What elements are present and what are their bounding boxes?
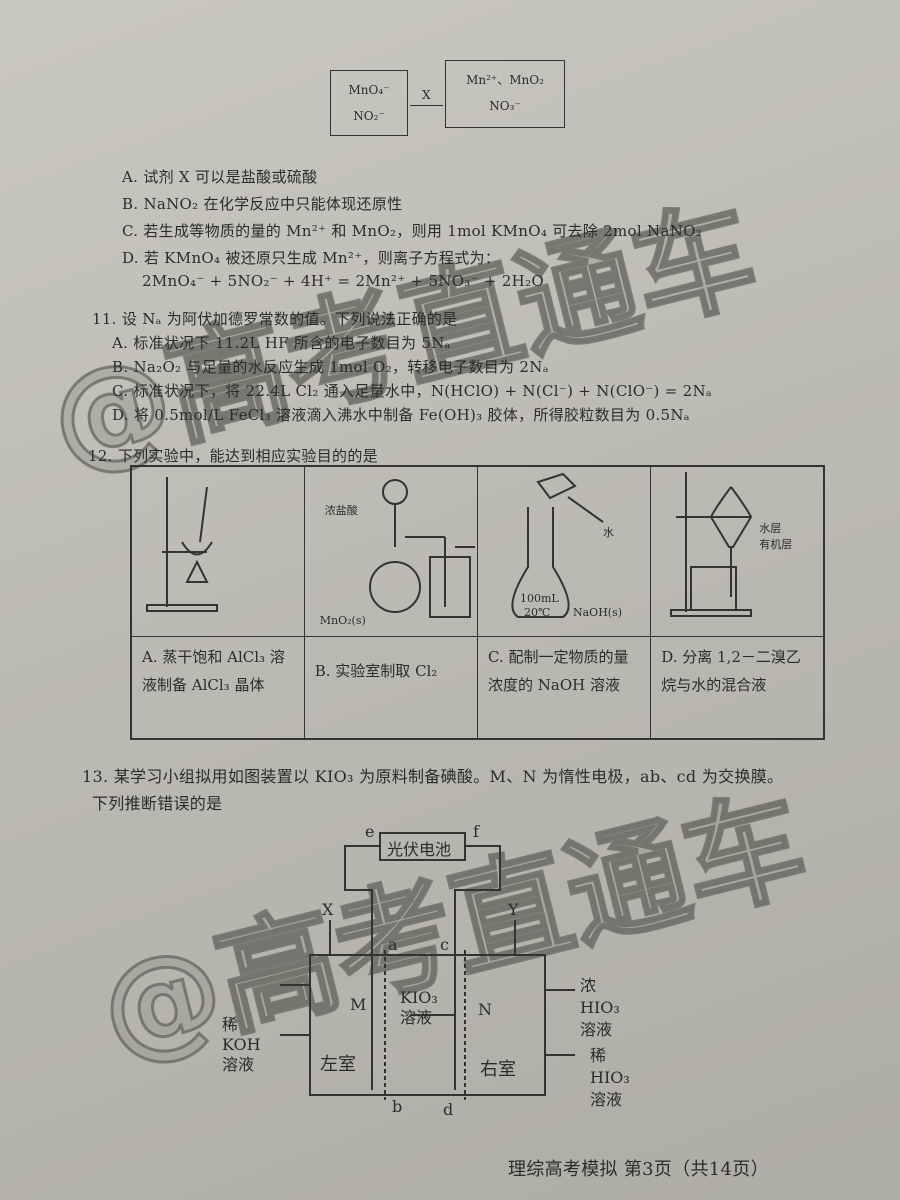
- reaction-arrow: [410, 105, 443, 106]
- q12-experiment-table: 浓盐酸 MnO₂(s) 水 100mL 20℃ NaOH(s) 水层 有机层 A…: [130, 465, 825, 740]
- reactant-mno4: MnO₄⁻: [348, 83, 390, 97]
- q12-stem: 12. 下列实验中，能达到相应实验目的的是: [88, 447, 378, 465]
- product-box: Mn²⁺、MnO₂ NO₃⁻: [445, 60, 565, 128]
- product-no3: NO₃⁻: [489, 99, 521, 113]
- gas-x: X: [322, 900, 334, 919]
- separatory-funnel-drawing: [670, 472, 753, 617]
- dilute-koh-inlet: 稀KOH溶液: [222, 1015, 261, 1074]
- terminal-f: f: [473, 822, 479, 841]
- apparatus-c: 水 100mL 20℃ NaOH(s): [476, 465, 652, 637]
- q11-stem: 11. 设 Nₐ 为阿伏加德罗常数的值。下列说法正确的是: [92, 310, 458, 328]
- label-mno2: MnO₂(s): [319, 614, 366, 627]
- label-100ml: 100mL: [520, 592, 559, 605]
- label-conc-hcl: 浓盐酸: [324, 504, 358, 517]
- membrane-b: b: [392, 1097, 403, 1116]
- q13-stem-line1: 13. 某学习小组拟用如图装置以 KIO₃ 为原料制备碘酸。M、N 为惰性电极，…: [82, 767, 784, 786]
- reactant-box: MnO₄⁻ NO₂⁻: [330, 70, 408, 136]
- label-water: 水: [603, 526, 614, 539]
- volumetric-flask-drawing: [511, 472, 604, 618]
- page-footer: 理综高考模拟 第3页（共14页）: [508, 1159, 769, 1180]
- electrode-m: M: [350, 995, 367, 1014]
- apparatus-d: 水层 有机层: [650, 465, 825, 637]
- chlorine-generation-drawing: [368, 479, 475, 618]
- q11-option-a: A. 标准状况下 11.2L HF 所含的电子数目为 5Nₐ: [112, 334, 451, 352]
- q10-option-c: C. 若生成等物质的量的 Mn²⁺ 和 MnO₂，则用 1mol KMnO₄ 可…: [122, 222, 703, 240]
- left-chamber: 左室: [320, 1054, 356, 1075]
- q10-option-d: D. 若 KMnO₄ 被还原只生成 Mn²⁺，则离子方程式为：: [122, 249, 501, 267]
- q10-option-b: B. NaNO₂ 在化学反应中只能体现还原性: [122, 195, 403, 213]
- label-20c: 20℃: [524, 606, 551, 619]
- membrane-a: a: [388, 935, 398, 954]
- electrode-n: N: [478, 1000, 492, 1019]
- membrane-d: d: [443, 1100, 454, 1119]
- q12-option-c: C. 配制一定物质的量浓度的 NaOH 溶液: [476, 636, 652, 740]
- product-mn: Mn²⁺、MnO₂: [466, 73, 544, 87]
- terminal-e: e: [365, 822, 375, 841]
- q13-stem-line2: 下列推断错误的是: [92, 794, 223, 813]
- q12-option-d: D. 分离 1,2－二溴乙烷与水的混合液: [650, 636, 825, 740]
- reagent-x-label: X: [422, 88, 431, 102]
- conc-hio3-outlet: 浓HIO₃溶液: [580, 976, 620, 1039]
- kio3-solution: KIO₃溶液: [400, 988, 438, 1027]
- gas-y: Y: [508, 900, 519, 919]
- q11-option-c: C. 标准状况下，将 22.4L Cl₂ 通入足量水中，N(HClO) + N(…: [112, 382, 713, 400]
- apparatus-a: [130, 465, 305, 637]
- right-chamber: 右室: [480, 1059, 516, 1080]
- q11-option-b: B. Na₂O₂ 与足量的水反应生成 1mol O₂，转移电子数目为 2Nₐ: [112, 358, 549, 376]
- reactant-no2: NO₂⁻: [353, 109, 385, 123]
- q10-option-a: A. 试剂 X 可以是盐酸或硫酸: [122, 168, 318, 186]
- membrane-c: c: [440, 935, 449, 954]
- dilute-hio3-inlet: 稀HIO₃溶液: [590, 1046, 630, 1109]
- q10-equation: 2MnO₄⁻ + 5NO₂⁻ + 4H⁺ = 2Mn²⁺ + 5NO₃⁻ + 2…: [142, 272, 544, 290]
- q12-option-b: B. 实验室制取 Cl₂: [303, 636, 479, 740]
- pv-cell-label: 光伏电池: [387, 840, 452, 859]
- q11-option-d: D. 将 0.5mol/L FeCl₃ 溶液滴入沸水中制备 Fe(OH)₃ 胶体…: [112, 406, 690, 424]
- evaporation-apparatus-drawing: [146, 477, 218, 612]
- label-naoh: NaOH(s): [573, 606, 623, 619]
- label-water-layer: 水层: [759, 522, 782, 535]
- label-organic-layer: 有机层: [759, 538, 793, 551]
